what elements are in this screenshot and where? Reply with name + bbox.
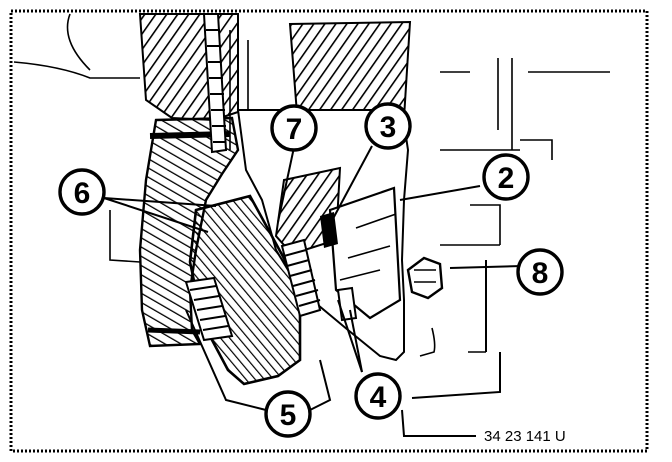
callout-label-2: 2	[498, 162, 515, 195]
callout-label-4: 4	[370, 381, 387, 414]
callout-label-3: 3	[380, 111, 397, 144]
callout-5: 5	[264, 390, 312, 438]
callout-label-8: 8	[532, 257, 549, 290]
brake-drum	[138, 116, 240, 348]
leader-lines	[103, 137, 523, 437]
part-number: 34 23 141 U	[484, 428, 566, 445]
vertical-chain	[202, 13, 228, 154]
callout-3: 3	[364, 102, 412, 150]
callout-4: 4	[354, 372, 402, 420]
threaded-rod	[280, 238, 322, 318]
callout-6: 6	[58, 168, 106, 216]
bleeder-bolt	[406, 256, 444, 300]
callout-2: 2	[482, 153, 530, 201]
callout-7: 7	[270, 104, 318, 152]
figure-border	[9, 9, 649, 453]
callout-8: 8	[516, 248, 564, 296]
callout-label-5: 5	[280, 399, 297, 432]
adjuster-spring	[184, 276, 234, 342]
callout-label-7: 7	[286, 113, 303, 146]
callout-label-6: 6	[74, 177, 91, 210]
